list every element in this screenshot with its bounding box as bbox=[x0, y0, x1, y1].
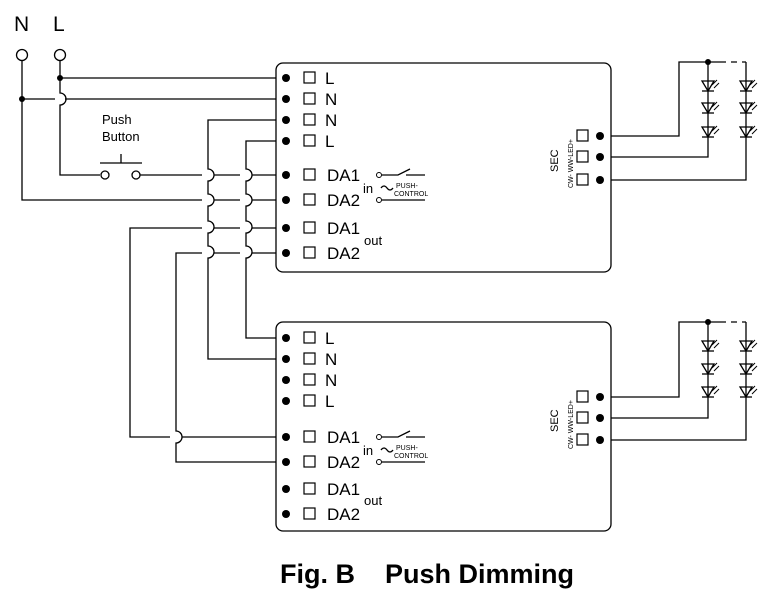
svg-text:PUSH-: PUSH- bbox=[396, 445, 418, 452]
driver-1-out-label: out bbox=[364, 233, 382, 248]
driver-2-box bbox=[275, 321, 612, 532]
driver-2-in-label: in bbox=[363, 443, 373, 458]
driver-1-pin-da2-out: DA2 bbox=[282, 244, 360, 263]
driver-2-pin-da1-out: DA1 bbox=[282, 480, 360, 499]
driver-1-push-control-symbol bbox=[376, 168, 425, 203]
svg-text:DA1: DA1 bbox=[327, 219, 360, 238]
driver-1-output-terminals bbox=[576, 129, 604, 186]
svg-text:DA2: DA2 bbox=[327, 191, 360, 210]
svg-text:N: N bbox=[325, 371, 337, 390]
driver-2: L N N L DA1 DA2 DA1 bbox=[275, 321, 612, 532]
driver-1-pin-n2: N bbox=[282, 111, 337, 130]
svg-text:CONTROL: CONTROL bbox=[394, 453, 428, 460]
driver-1-sec-pins-label: CW- WW-LED+ bbox=[568, 139, 575, 188]
svg-text:DA2: DA2 bbox=[327, 505, 360, 524]
svg-text:DA1: DA1 bbox=[327, 480, 360, 499]
push-button-label-line2: Button bbox=[102, 129, 140, 144]
svg-text:L: L bbox=[325, 392, 334, 411]
svg-text:CONTROL: CONTROL bbox=[394, 191, 428, 198]
terminal-n-label: N bbox=[14, 13, 29, 36]
svg-text:L: L bbox=[325, 329, 334, 348]
driver-2-out-label: out bbox=[364, 493, 382, 508]
driver-1-pin-da1-out: DA1 bbox=[282, 219, 360, 238]
figure-caption: Fig. B Push Dimming bbox=[280, 559, 574, 589]
driver-2-sec-label: SEC bbox=[549, 409, 561, 432]
driver-1-pin-l: L bbox=[282, 69, 334, 88]
driver-1-pin-l2: L bbox=[282, 132, 334, 151]
terminal-n bbox=[15, 48, 29, 62]
svg-text:DA2: DA2 bbox=[327, 244, 360, 263]
svg-text:L: L bbox=[325, 132, 334, 151]
svg-text:L: L bbox=[325, 69, 334, 88]
driver-2-pin-da2-out: DA2 bbox=[282, 505, 360, 524]
driver-1-sec-label: SEC bbox=[549, 149, 561, 172]
svg-text:DA1: DA1 bbox=[327, 428, 360, 447]
driver-1-box bbox=[275, 62, 612, 273]
terminal-l-label: L bbox=[53, 13, 65, 36]
driver-2-pin-l2: L bbox=[282, 392, 334, 411]
svg-text:DA1: DA1 bbox=[327, 166, 360, 185]
driver-1: L N N L DA1 DA2 DA1 bbox=[275, 62, 612, 273]
driver-1-pin-da2-in: DA2 bbox=[282, 191, 360, 210]
driver-1-pin-n: N bbox=[282, 90, 337, 109]
driver-2-pin-da1-in: DA1 bbox=[282, 428, 360, 447]
driver-2-pin-n2: N bbox=[282, 371, 337, 390]
terminal-l bbox=[53, 48, 67, 62]
driver-2-pin-n: N bbox=[282, 350, 337, 369]
led-array-1 bbox=[603, 59, 758, 181]
driver-1-pin-da1-in: DA1 bbox=[282, 166, 360, 185]
led-array-2 bbox=[603, 319, 758, 441]
svg-text:PUSH-: PUSH- bbox=[396, 183, 418, 190]
svg-text:N: N bbox=[325, 111, 337, 130]
driver-2-pin-l: L bbox=[282, 329, 334, 348]
driver-2-push-control-symbol bbox=[376, 430, 425, 465]
svg-text:N: N bbox=[325, 90, 337, 109]
driver-2-output-terminals bbox=[576, 390, 604, 446]
driver-1-in-label: in bbox=[363, 181, 373, 196]
driver-2-pin-da2-in: DA2 bbox=[282, 453, 360, 472]
mains-wiring bbox=[19, 61, 286, 201]
push-button-label-line1: Push bbox=[102, 112, 132, 127]
driver-2-sec-pins-label: CW- WW-LED+ bbox=[568, 400, 575, 449]
svg-text:DA2: DA2 bbox=[327, 453, 360, 472]
svg-text:N: N bbox=[325, 350, 337, 369]
interconnect-wiring bbox=[129, 119, 286, 463]
